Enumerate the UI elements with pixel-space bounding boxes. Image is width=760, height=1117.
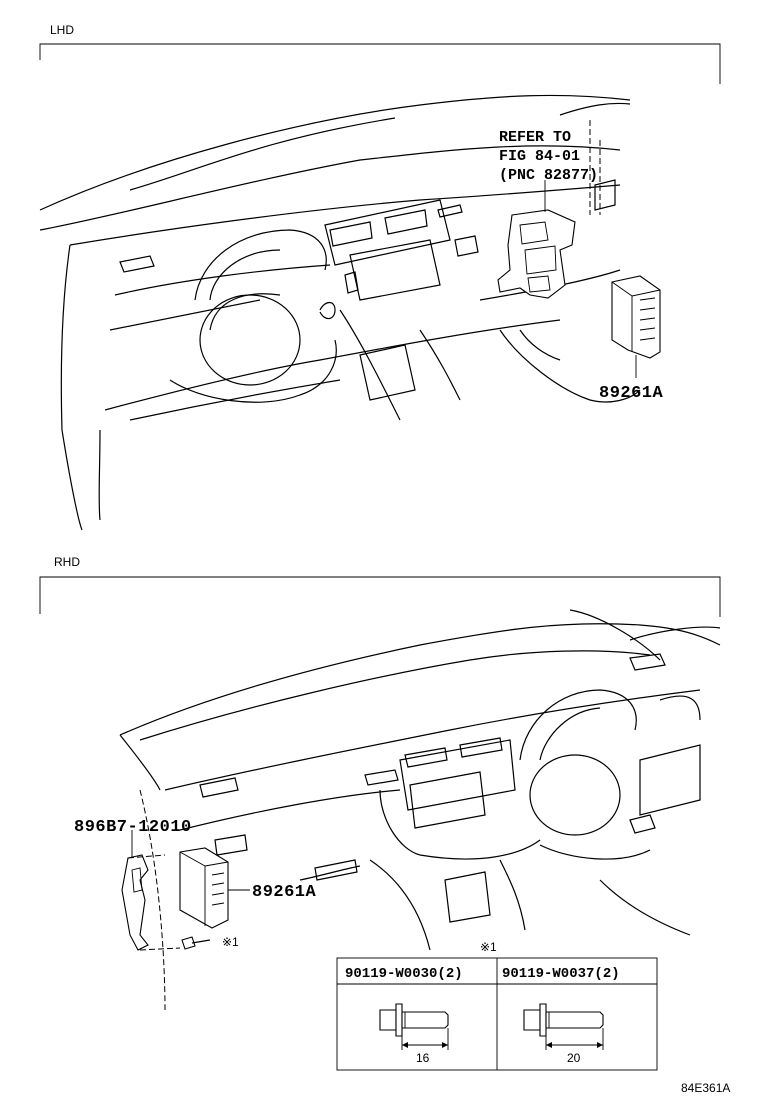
rhd-ecu-module (179, 847, 229, 929)
lhd-refer-line-3: (PNC 82877) (499, 167, 598, 184)
fastener-part-number-2: 90119-W0037(2) (502, 966, 620, 982)
rhd-bracket (121, 830, 181, 951)
fastener-length-2: 20 (567, 1051, 581, 1065)
fastener-table: ※1 90119-W0030(2) 90119-W0037(2) 16 (336, 940, 658, 1071)
rhd-title: RHD (54, 555, 80, 569)
lhd-section: LHD (39, 23, 721, 531)
rhd-section: RHD (39, 555, 721, 1011)
fastener-part-number-1: 90119-W0030(2) (345, 966, 463, 982)
bolt-drawing-1 (379, 1003, 449, 1050)
figure-id: 84E361A (681, 1081, 730, 1095)
fastener-table-marker: ※1 (480, 940, 497, 954)
lhd-frame (39, 43, 721, 84)
lhd-refer-line-1: REFER TO (499, 129, 571, 146)
rhd-frame (39, 576, 721, 617)
rhd-bolt-icon (181, 936, 211, 950)
rhd-dashboard-illustration (119, 609, 721, 1011)
rhd-part-label: 89261A (252, 883, 317, 902)
lhd-title: LHD (50, 23, 74, 37)
lhd-ecu-module (611, 275, 661, 359)
rhd-bracket-label: 896B7-12010 (74, 818, 192, 837)
rhd-bolt-marker: ※1 (222, 935, 239, 949)
lhd-junction-bracket (497, 180, 576, 299)
lhd-refer-line-2: FIG 84-01 (499, 148, 580, 165)
fastener-length-1: 16 (416, 1051, 430, 1065)
bolt-drawing-2 (523, 1003, 604, 1050)
lhd-dashboard-illustration (39, 94, 641, 531)
lhd-part-label: 89261A (599, 384, 664, 403)
